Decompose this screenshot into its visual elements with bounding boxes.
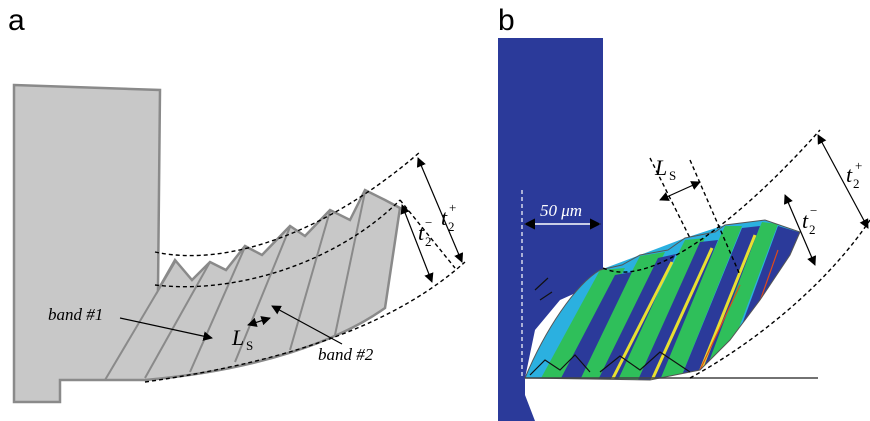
t2-plus-label-a: t 2 + [441,200,456,234]
ls-label-b: L S [654,155,676,183]
svg-text:−: − [425,215,432,230]
scale-bar-label: 50 μm [540,201,582,220]
t2-minus-label-b: t 2 − [802,203,817,237]
ls-arrow-a [247,316,271,327]
panel-a: a t 2 + t 2 − [8,4,466,404]
svg-text:L: L [654,155,667,180]
t2-minus-arrow-a [400,204,434,283]
svg-text:2: 2 [809,222,816,237]
panel-b: b [498,4,870,421]
svg-text:S: S [246,338,253,353]
t2-minus-label-a: t 2 − [418,215,432,249]
t2-plus-arrow-a [416,157,464,263]
t2-minus-arrow-b [783,194,817,266]
svg-text:t: t [441,205,448,230]
svg-text:2: 2 [425,234,432,249]
svg-text:2: 2 [448,219,455,234]
svg-text:t: t [846,162,853,187]
svg-text:t: t [802,208,809,233]
svg-text:+: + [449,200,456,215]
fracture-marks-b [529,277,691,376]
svg-text:L: L [231,325,244,350]
svg-text:S: S [669,168,676,183]
band1-pointer [119,317,213,341]
svg-text:t: t [418,220,425,245]
band1-label: band #1 [48,305,103,324]
shear-bands-a [104,191,366,381]
t2-plus-label-b: t 2 + [846,158,862,191]
t2-plus-arrow-b [817,134,869,229]
svg-text:2: 2 [853,176,860,191]
svg-text:+: + [855,158,862,173]
ls-arrow-b [659,181,701,201]
band2-pointer [271,305,343,345]
band2-label: band #2 [318,345,374,364]
chip-outline-b [524,219,801,381]
panel-a-letter: a [8,4,25,37]
ls-label-a: L S [231,325,253,353]
svg-text:−: − [810,203,817,218]
panel-b-letter: b [498,4,515,37]
